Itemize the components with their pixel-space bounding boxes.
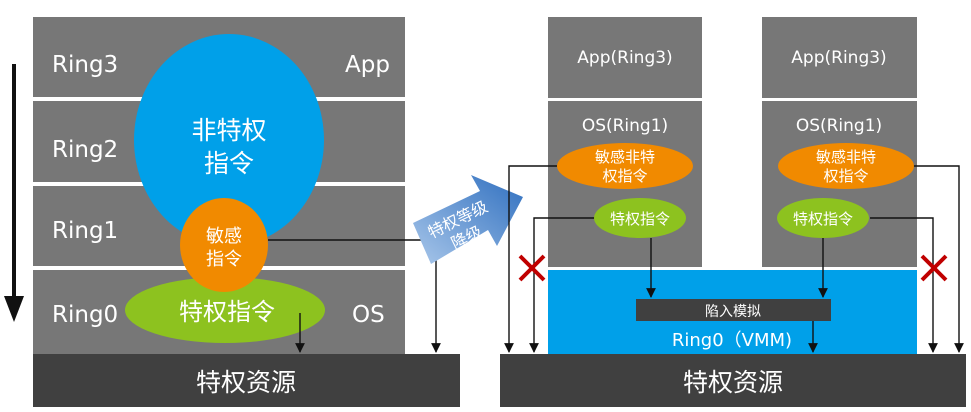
left-resource-bar xyxy=(33,354,460,407)
degrade-arrow-shape xyxy=(413,175,523,264)
nonprivileged-text-line1: 非特权 xyxy=(191,116,266,145)
vm1-privileged-ellipse xyxy=(594,198,686,238)
trap-emulation-bar xyxy=(636,299,831,321)
degrade-arrow: 特权等级 降级 xyxy=(413,175,523,264)
right-resource-text: 特权资源 xyxy=(683,368,783,397)
left-diagram: Ring3 Ring2 Ring1 Ring0 App OS 非特权 指令 特权… xyxy=(4,17,460,407)
left-resource-text: 特权资源 xyxy=(196,368,296,397)
ring3-label: Ring3 xyxy=(52,52,118,78)
vm2-privileged-text: 特权指令 xyxy=(793,210,853,228)
vm2-sensitive-ellipse xyxy=(778,143,914,189)
vm2-os-label: OS(Ring1) xyxy=(796,116,882,136)
vm1-sensitive-connector xyxy=(504,165,557,353)
vm1-os-label: OS(Ring1) xyxy=(582,116,668,136)
blocked-x-icon-left xyxy=(518,254,546,282)
ring2-label: Ring2 xyxy=(52,137,118,163)
sensitive-text-line1: 敏感 xyxy=(206,226,242,247)
vm1-sensitive-line2: 权指令 xyxy=(602,167,647,185)
privilege-direction-arrowhead xyxy=(4,296,24,322)
vm1-app-label: App(Ring3) xyxy=(577,48,672,68)
vm2-sensitive-line1: 敏感非特 xyxy=(816,148,876,166)
ring0-label: Ring0 xyxy=(52,302,118,328)
vm1-privileged-text: 特权指令 xyxy=(610,210,670,228)
vm2-app-label: App(Ring3) xyxy=(791,48,886,68)
right-diagram: App(Ring3) OS(Ring1) App(Ring3) OS(Ring1… xyxy=(500,17,966,407)
vm2-sensitive-line2: 权指令 xyxy=(823,167,868,185)
vm2-privileged-connector-blocked xyxy=(870,217,938,353)
sensitive-ellipse xyxy=(180,198,268,292)
ring1-label: Ring1 xyxy=(52,218,118,244)
vm1-sensitive-line1: 敏感非特 xyxy=(595,148,655,166)
vmm-label: Ring0（VMM) xyxy=(672,330,792,351)
privileged-ellipse xyxy=(125,277,325,343)
sensitive-text-line2: 指令 xyxy=(206,249,242,270)
privileged-text: 特权指令 xyxy=(179,298,275,326)
right-resource-bar xyxy=(500,354,966,407)
vm1-app-box xyxy=(548,17,702,98)
nonprivileged-ellipse xyxy=(134,34,324,246)
vm1-sensitive-ellipse xyxy=(557,143,693,189)
blocked-x-icon-right xyxy=(920,254,948,282)
trap-emulation-text: 陷入模拟 xyxy=(705,304,761,320)
vm2-app-box xyxy=(762,17,917,98)
vm2-privileged-ellipse xyxy=(777,198,869,238)
vm1-privileged-connector-blocked xyxy=(529,217,595,353)
nonprivileged-text-line2: 指令 xyxy=(204,149,254,178)
app-label: App xyxy=(345,52,390,78)
os-label: OS xyxy=(352,302,385,328)
